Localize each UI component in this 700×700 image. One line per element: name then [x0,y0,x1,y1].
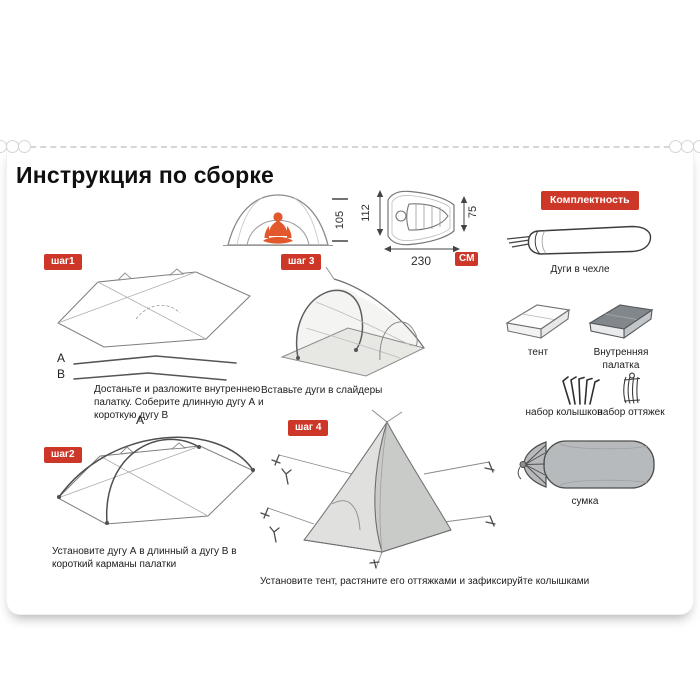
kit-item-poles-label: Дуги в чехле [550,264,610,275]
step4-caption: Установите тент, растяните его оттяжками… [260,576,590,587]
step1-badge: шаг1 [44,254,82,270]
poles-in-case-icon [506,225,652,255]
carry-bag-icon [517,440,655,489]
head-width-dimension-line [376,190,384,236]
kit-item-inner-tent-label: Внутренняя палатка [593,347,649,371]
step3-tent-frame-illustration [280,266,426,377]
pole-b-illustration [73,372,227,381]
step2-caption: Установите дугу А в длинный а дугу В в к… [52,546,237,571]
head-width-label: 112 [360,204,372,222]
fly-tent-icon [505,304,571,340]
dome-tent-illustration [223,194,333,246]
step3-badge: шаг 3 [281,254,322,270]
step4-tent-with-fly-illustration [260,409,496,569]
stakes-set-icon [562,376,600,405]
guy-lines-set-icon [623,372,641,404]
pole-a-illustration [73,355,237,365]
sleeping-pad [406,203,449,231]
kit-item-stakes-label: набор колышков [525,407,603,418]
dome-height-dimension-ticks [332,198,348,242]
pole-b-label: В [57,367,66,381]
kit-item-fly-label: тент [527,347,549,358]
perforation-notch [18,140,31,153]
foot-width-label: 75 [467,205,479,219]
step4-badge: шаг 4 [288,420,329,436]
dome-height-label: 105 [334,210,346,230]
perforation-edge [0,140,700,153]
kit-item-guy-lines-label: набор оттяжек [597,407,665,418]
units-badge: СМ [455,252,479,266]
kit-item-bag-label: сумка [571,496,599,507]
step3-caption: Вставьте дуги в слайдеры [261,385,383,396]
step1-flat-tent-illustration [57,268,251,348]
pole-a-label: А [57,351,66,365]
length-dimension-line [384,245,460,253]
step2-tent-with-poles-illustration [57,436,255,525]
perforation-notch [669,140,682,153]
sleeper-head [395,210,407,222]
pole-a-repeat-label: А [136,413,145,427]
length-label: 230 [410,254,432,268]
step1-caption: Достаньте и разложите внутреннею палатку… [94,384,264,422]
meditating-person-icon [263,212,293,244]
tent-top-view-illustration [387,190,455,246]
foot-width-dimension-line [460,196,468,232]
perforation-notch [681,140,694,153]
perforation-notch [693,140,700,153]
step2-badge: шаг2 [44,447,82,463]
page-title: Инструкция по сборке [16,162,275,188]
kit-header-badge: Комплектность [541,191,639,210]
inner-tent-icon [588,304,654,340]
